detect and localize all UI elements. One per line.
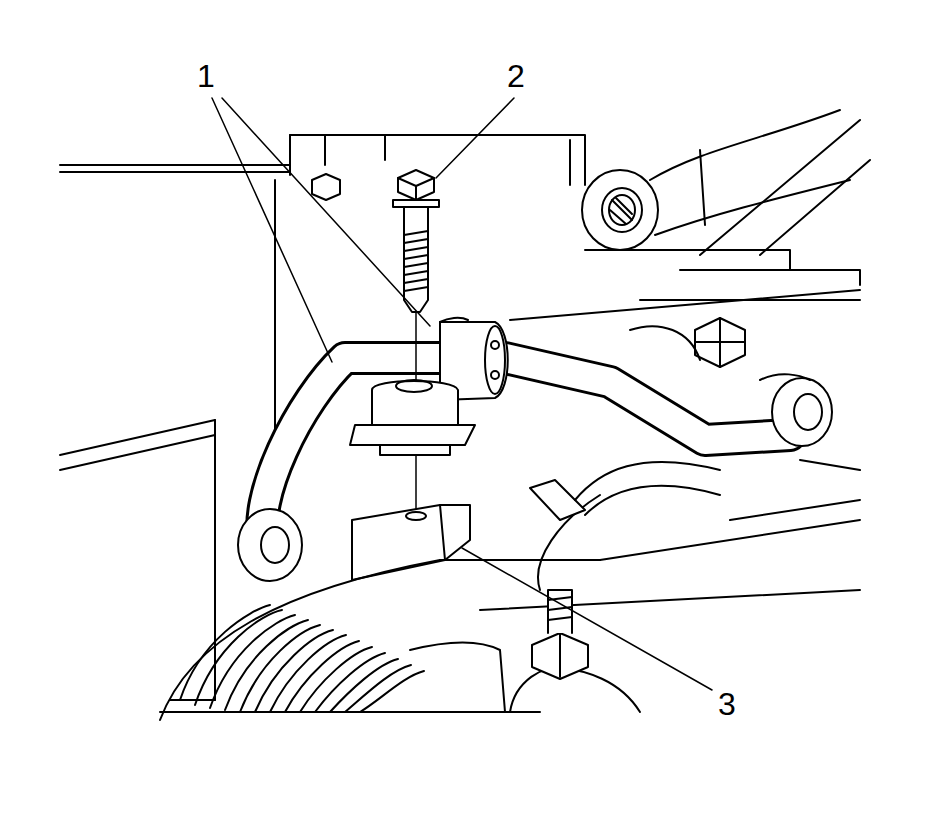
steering-boot bbox=[160, 560, 600, 720]
callout-number: 2 bbox=[505, 60, 527, 92]
ball-joint bbox=[510, 462, 720, 712]
stabilizer-bar bbox=[238, 358, 832, 581]
nut bbox=[630, 318, 745, 367]
mounting-bracket bbox=[352, 505, 470, 580]
control-arm-eye bbox=[582, 110, 850, 250]
frame-structure bbox=[60, 120, 870, 700]
callout-number: 1 bbox=[195, 60, 217, 92]
callout-number: 3 bbox=[716, 688, 738, 720]
bolt bbox=[393, 170, 439, 515]
bushing bbox=[350, 380, 475, 455]
leader-lines bbox=[212, 98, 712, 690]
